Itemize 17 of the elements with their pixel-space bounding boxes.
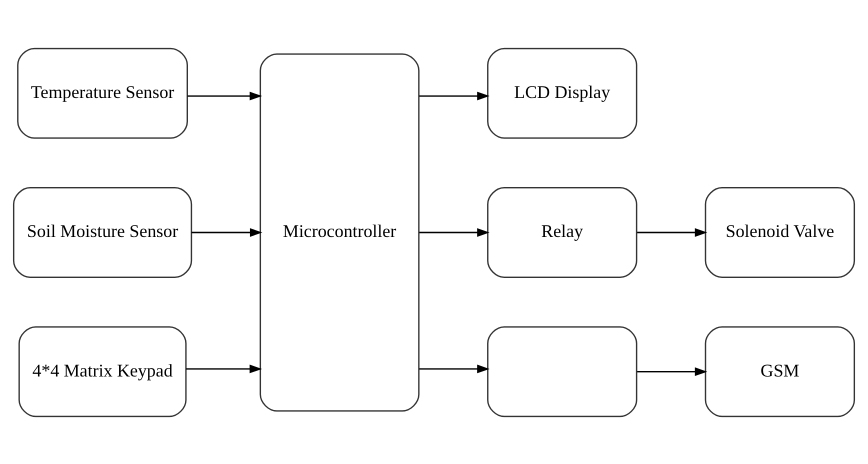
node-box: Microcontroller xyxy=(260,52,420,412)
node-box: 4*4 Matrix Keypad xyxy=(18,326,187,417)
arrow xyxy=(419,91,490,100)
node-box: Relay xyxy=(487,186,638,278)
node-box: LCD Display xyxy=(487,47,638,138)
node-box: Soil Moisture Sensor xyxy=(12,186,192,278)
node-box: Solenoid Valve xyxy=(704,186,856,278)
node-box: Temperature Sensor xyxy=(17,47,188,138)
arrow xyxy=(637,228,708,236)
arrow xyxy=(419,364,490,373)
arrow xyxy=(419,228,490,236)
node-box: GSM xyxy=(704,326,856,417)
arrow xyxy=(637,366,708,376)
node-box xyxy=(487,326,638,417)
arrow xyxy=(192,228,262,236)
arrow xyxy=(187,91,262,100)
arrow xyxy=(186,364,262,373)
